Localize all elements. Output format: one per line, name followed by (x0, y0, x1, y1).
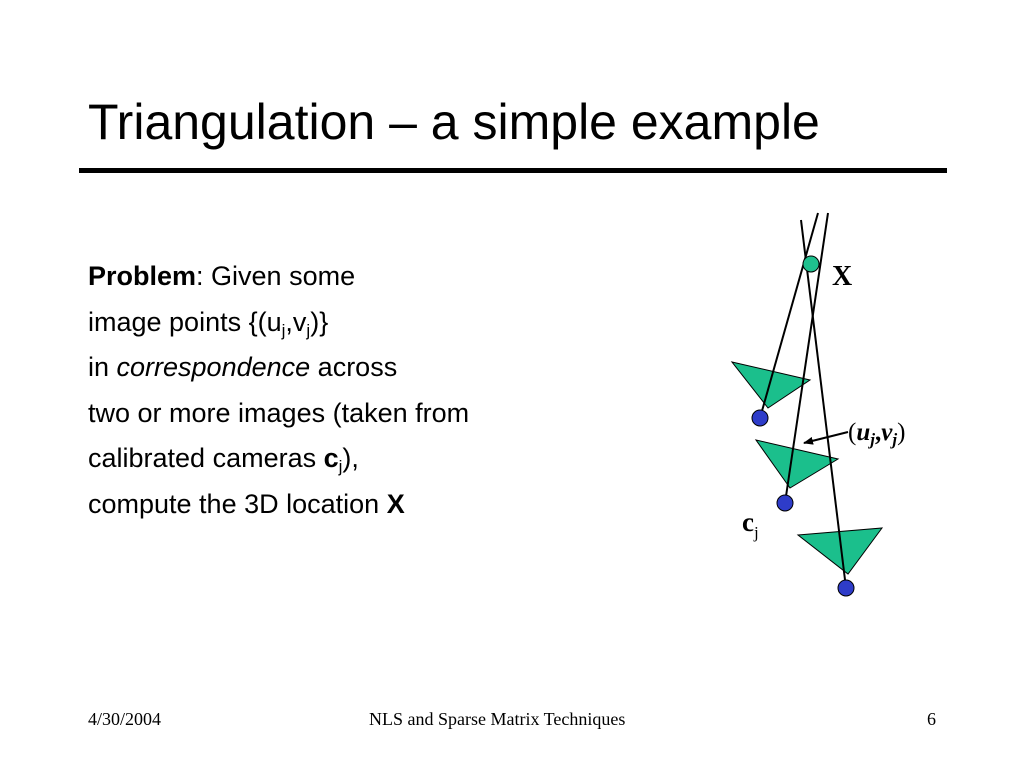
viewing-ray-3 (800, 219, 847, 589)
subscript-j: j (306, 320, 311, 340)
subscript-j: j (338, 457, 343, 476)
point-symbol: X (386, 488, 405, 519)
camera-label-sub-j: j (753, 523, 759, 542)
point-x-label: X (832, 261, 852, 292)
image-point-close-paren: ) (897, 419, 905, 446)
problem-line-2-text-c: )} (310, 306, 329, 337)
camera-2-image-plane (754, 439, 840, 489)
problem-line-2-text-b: ,v (285, 306, 307, 337)
problem-line-6-text: compute the 3D location (88, 488, 387, 519)
footer-page-number: 6 (927, 709, 936, 729)
problem-line-3: in correspondence across (88, 345, 608, 391)
subscript-j: j (281, 320, 286, 340)
camera-1-center (751, 409, 769, 427)
problem-line-5: calibrated cameras cj), (88, 436, 608, 482)
viewing-ray-1 (759, 212, 819, 419)
problem-label: Problem (88, 261, 197, 291)
camera-1-image-plane (730, 361, 812, 409)
image-point-arrow (803, 431, 849, 445)
problem-line-1: Problem: Given some (88, 254, 608, 300)
footer-title: NLS and Sparse Matrix Techniques (369, 709, 626, 729)
image-point-open-paren: ( (848, 419, 856, 446)
correspondence-emphasis: correspondence (116, 352, 311, 382)
image-point-sub-j: j (889, 430, 897, 449)
problem-line-5-text-a: calibrated cameras (88, 443, 324, 473)
problem-line-1-text: : Given some (196, 261, 356, 291)
footer-date: 4/30/2004 (88, 709, 162, 729)
camera-label: cj (742, 507, 759, 542)
problem-line-2-text-a: image points {(u (88, 306, 282, 337)
title-underline (79, 168, 947, 173)
camera-2-center (776, 494, 794, 512)
camera-label-c: c (742, 507, 754, 537)
slide-title: Triangulation – a simple example (88, 94, 820, 150)
viewing-ray-2 (784, 212, 829, 504)
problem-line-4: two or more images (taken from (88, 397, 470, 428)
problem-line-5-text-b: ), (342, 443, 359, 473)
problem-line-2: image points {(uj,vj)} (88, 300, 608, 346)
image-point-comma: , (875, 419, 881, 446)
problem-statement: Problem: Given some image points {(uj,vj… (88, 254, 608, 527)
camera-symbol: c (323, 443, 339, 473)
image-point-v: v (881, 419, 893, 446)
image-point-label: (uj,vj) (848, 419, 905, 449)
problem-line-3-text-b: across (310, 352, 398, 382)
problem-line-3-text-a: in (88, 352, 117, 382)
image-point-sub-j: j (867, 430, 875, 449)
camera-3-center (837, 579, 855, 597)
point-x-marker (802, 255, 820, 273)
image-point-u: u (856, 419, 870, 446)
problem-line-6: compute the 3D location X (88, 482, 608, 528)
